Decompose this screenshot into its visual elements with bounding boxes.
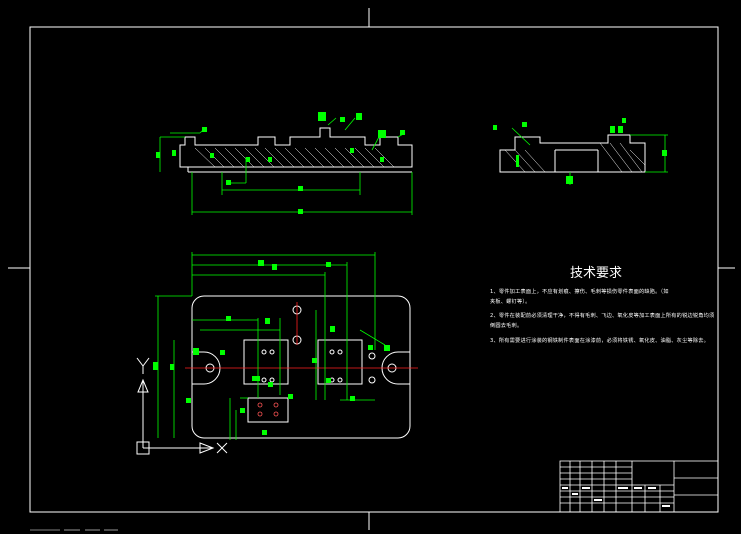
ucs-axis-icon xyxy=(136,357,228,455)
tech-requirement-line: 2、零件在装配前必须清理干净，不得有毛刺、飞边、氧化皮等加工表面上所有的锐边锐角… xyxy=(490,313,715,319)
tech-requirement-line: 夹板、螺钉等）。 xyxy=(490,299,531,305)
tech-requirements-title: 技术要求 xyxy=(570,266,623,281)
side-view xyxy=(493,118,668,185)
sheet-border xyxy=(8,8,735,530)
tech-requirement-line: 3、所有需要进行涂装的钢铁制件表面在涂漆前，必须将铁锈、氧化皮、油脂、灰尘等除去… xyxy=(490,338,710,344)
title-block xyxy=(559,460,719,513)
tech-requirement-line: 倒圆去毛刺。 xyxy=(490,323,523,329)
plan-view xyxy=(153,252,418,440)
front-view xyxy=(156,112,413,215)
title-block-text-marks xyxy=(562,487,670,507)
tech-requirement-line: 1、零件加工表面上，不应有划痕、擦伤、毛刺等损伤零件表面的缺陷。（如 xyxy=(490,289,669,295)
